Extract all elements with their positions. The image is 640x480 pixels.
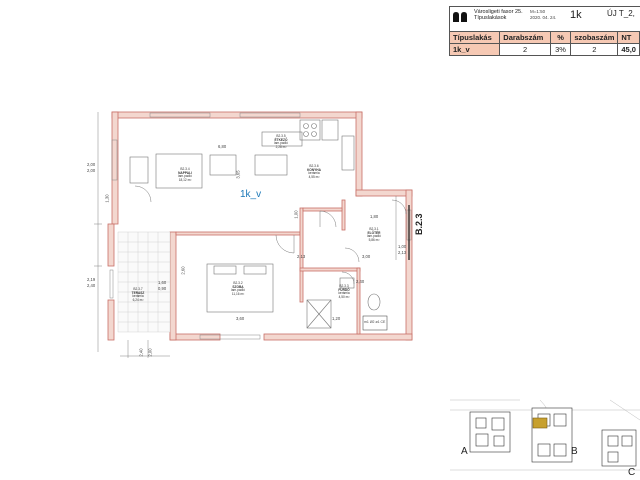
wall [299, 207, 304, 303]
dimension-label: 2,40 [356, 279, 365, 284]
dimension-label: 2,13 [398, 250, 407, 255]
dimension-label: 1,80 [370, 214, 379, 219]
wall [175, 231, 301, 236]
building-c [601, 429, 637, 467]
wall [341, 199, 346, 231]
subtitle-text: Típuslakások [474, 15, 507, 21]
wall [355, 189, 413, 197]
wall [356, 267, 361, 335]
key-plan-label-b: B [571, 446, 578, 457]
date-text: 2020. 04. 24. [530, 15, 557, 20]
kitchen-sink [321, 119, 339, 141]
dimension-label: 1,20 [332, 316, 341, 321]
kitchen-counter [341, 135, 355, 171]
dimension-label: 0,90 [158, 286, 167, 291]
version-text: ÚJ T_2, [607, 9, 635, 18]
wall [299, 267, 361, 272]
tv-unit [254, 154, 288, 176]
dimension-label: 2,40 [87, 283, 96, 288]
dimension-label: 2,00 [147, 348, 153, 357]
dimension-label: 2,00 [87, 162, 96, 167]
wall [107, 299, 115, 341]
equipment-box [362, 315, 388, 331]
scale-info: M=1:50 2020. 04. 24. [530, 9, 556, 21]
unit-code: 1k [570, 9, 582, 21]
dimension-label: 6,80 [218, 144, 227, 149]
table-cell: 1k_v [448, 43, 501, 56]
table-cell: 2 [570, 43, 619, 56]
dimension-label: 1,60 [158, 280, 167, 285]
table-cell: 2 [499, 43, 551, 56]
wall [111, 111, 363, 119]
dimension-label: 1,00 [293, 210, 299, 219]
summary-table: Típuslakás Darabszám % szobaszám NT 1k_v… [448, 31, 640, 56]
table-row: 1k_v 2 3% 2 45,0 [448, 43, 640, 56]
apartment-label: 1k_v [240, 189, 262, 200]
scale-text: M=1:50 [530, 9, 546, 14]
dimension-label: 1,00 [398, 244, 407, 249]
dimension-label: 2,13 [297, 254, 306, 259]
dimension-label: 2,60 [180, 266, 186, 275]
wall [169, 231, 177, 341]
dimension-label: 2,19 [87, 277, 96, 282]
wall [355, 111, 363, 197]
coffee-table [209, 154, 237, 176]
section-label: B.2.3 [414, 213, 424, 235]
equipment-note: m1 Ø2 ø1 CE [364, 320, 386, 324]
dimension-label: 2,40 [138, 348, 144, 357]
header-cell: % [549, 31, 572, 44]
table-cell: 45,0 [617, 43, 640, 56]
unit-highlight [532, 417, 548, 429]
dimension-label: 1,30 [104, 194, 110, 203]
wall [263, 333, 413, 341]
title-address: Városligeti fasor 25. Típuslakások [474, 9, 523, 21]
wall [107, 223, 115, 267]
shower [306, 299, 332, 329]
dimension-label: 3,60 [236, 316, 245, 321]
armchair [129, 156, 149, 184]
key-plan-label-a: A [461, 446, 468, 457]
wall [302, 207, 343, 212]
address-text: Városligeti fasor 25. [474, 9, 523, 15]
bed [206, 263, 274, 313]
toilet [367, 293, 381, 311]
dimension-label: 3,65 [235, 170, 241, 179]
logo-icon [452, 10, 470, 28]
header-cell: szobaszám [570, 31, 619, 44]
sofa [155, 153, 203, 189]
stove [299, 119, 321, 141]
key-plan-label-c: C [628, 467, 636, 478]
dimension-label: 2,00 [87, 168, 96, 173]
dining-table [261, 131, 303, 147]
dimension-label: 3,00 [362, 254, 371, 259]
